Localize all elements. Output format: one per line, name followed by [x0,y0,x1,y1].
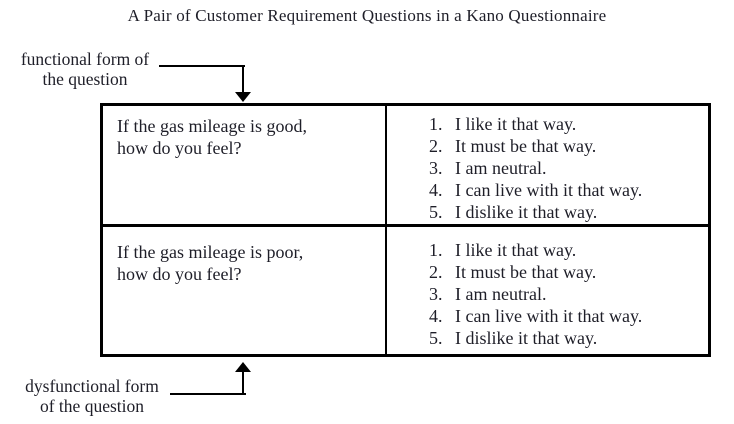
dysfunctional-arrow-horizontal-line [170,393,246,395]
option-row: 5. I dislike it that way. [429,327,708,349]
option-row: 1. I like it that way. [429,239,708,261]
option-row: 4. I can live with it that way. [429,179,708,201]
option-number: 3. [429,284,443,304]
option-text: I am neutral. [455,158,547,178]
figure-title: A Pair of Customer Requirement Questions… [127,6,607,25]
dysfunctional-form-label: dysfunctional form of the question [4,376,180,416]
option-row: 2. It must be that way. [429,261,708,283]
dysfunctional-form-label-line1: dysfunctional form [25,376,159,396]
option-number: 1. [429,114,443,134]
option-number: 4. [429,306,443,326]
option-number: 4. [429,180,443,200]
dysfunctional-arrow-vertical-line [242,371,244,395]
dysfunctional-options-cell: 1. I like it that way. 2. It must be tha… [387,227,708,354]
option-text: It must be that way. [455,136,597,156]
option-text: I dislike it that way. [455,202,598,222]
arrow-up-icon [235,362,251,372]
option-row: 5. I dislike it that way. [429,201,708,223]
option-text: I can live with it that way. [455,306,643,326]
option-number: 2. [429,262,443,282]
option-text: It must be that way. [455,262,597,282]
dysfunctional-question-cell: If the gas mileage is poor, how do you f… [103,227,387,354]
functional-arrow-vertical-line [242,65,244,93]
option-number: 2. [429,136,443,156]
functional-form-label-line1: functional form of [20,49,150,69]
functional-form-label-line2: the question [42,69,128,89]
arrow-down-icon [235,92,251,102]
functional-arrow-horizontal-line [159,65,245,67]
option-number: 1. [429,240,443,260]
option-number: 5. [429,202,443,222]
option-row: 4. I can live with it that way. [429,305,708,327]
option-text: I like it that way. [455,240,577,260]
option-row: 1. I like it that way. [429,113,708,135]
functional-options-cell: 1. I like it that way. 2. It must be tha… [387,106,708,227]
functional-question-cell: If the gas mileage is good, how do you f… [103,106,387,227]
dysfunctional-form-label-line2: of the question [39,396,144,416]
option-number: 3. [429,158,443,178]
option-row: 3. I am neutral. [429,283,708,305]
option-row: 2. It must be that way. [429,135,708,157]
option-text: I like it that way. [455,114,577,134]
kano-questionnaire-table: If the gas mileage is good, how do you f… [100,103,711,357]
option-number: 5. [429,328,443,348]
option-text: I dislike it that way. [455,328,598,348]
option-text: I can live with it that way. [455,180,643,200]
option-text: I am neutral. [455,284,547,304]
functional-form-label: functional form of the question [6,49,164,89]
option-row: 3. I am neutral. [429,157,708,179]
